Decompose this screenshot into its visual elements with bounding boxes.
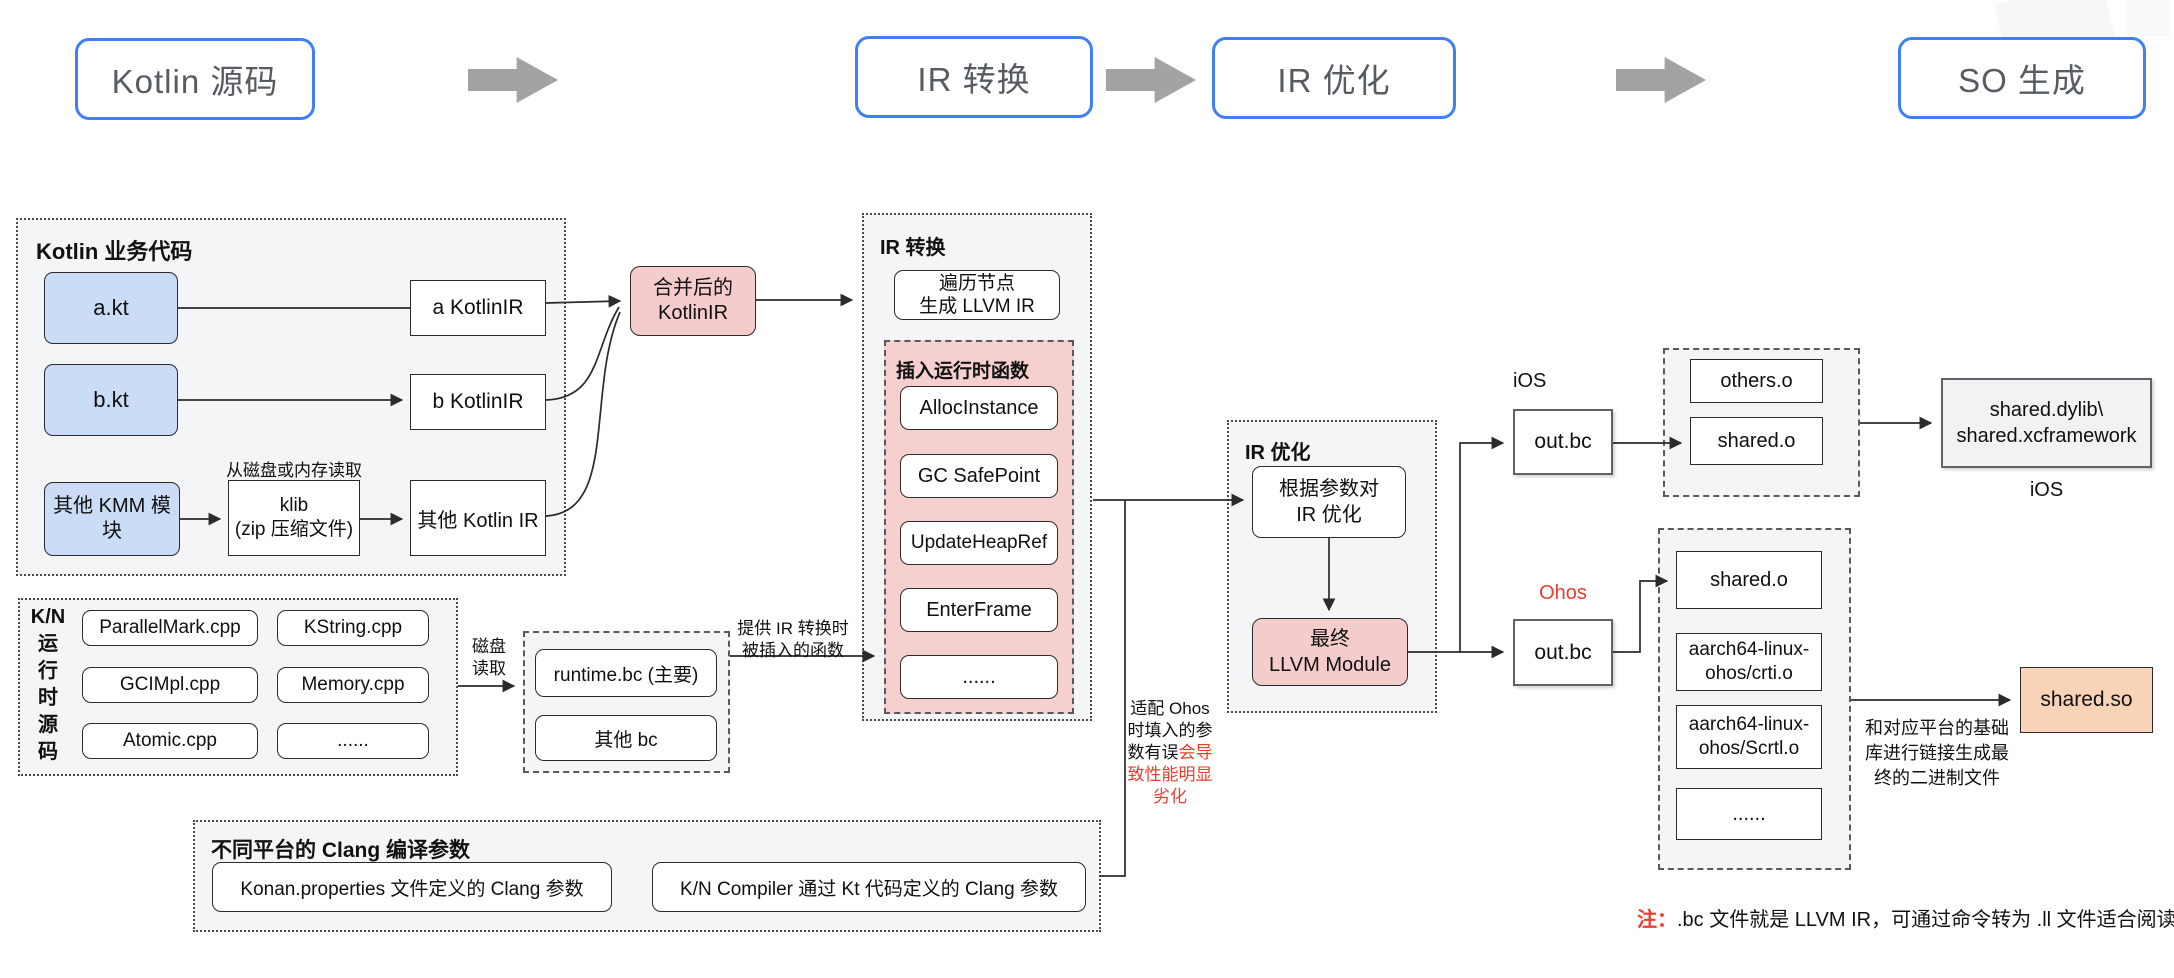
connector-otherir-to-merged	[545, 311, 621, 517]
provide-funcs-label: 提供 IR 转换时 被插入的函数	[737, 619, 849, 660]
gc-safepoint-box: GC SafePoint	[900, 454, 1058, 498]
ohos-shared-so-box: shared.so	[2020, 667, 2153, 733]
kstring-cpp-box: KString.cpp	[277, 610, 429, 646]
final-llvm-module-box: 最终 LLVM Module	[1252, 618, 1408, 686]
connector-final-to-ios-outbc	[1408, 436, 1505, 653]
ir-opt-title: IR 优化	[1245, 442, 1311, 464]
merged-kotlinir-box: 合并后的 KotlinIR	[630, 266, 756, 336]
kn-compiler-kt-box: K/N Compiler 通过 Kt 代码定义的 Clang 参数	[652, 862, 1086, 912]
ios-result-platform-label: iOS	[2029, 479, 2064, 501]
ohos-crti-o-box: aarch64-linux- ohos/crti.o	[1676, 633, 1822, 691]
traverse-nodes-box: 遍历节点 生成 LLVM IR	[894, 270, 1060, 320]
ohos-shared-o-box: shared.o	[1676, 551, 1822, 609]
a-kotlinir-box: a KotlinIR	[410, 280, 546, 336]
stage-ir-optimize: IR 优化	[1212, 37, 1456, 119]
ios-shared-o-box: shared.o	[1690, 417, 1823, 465]
stage-ir-convert: IR 转换	[855, 36, 1093, 118]
connector-bkotlinir-to-merged	[545, 306, 620, 401]
ohos-link-label: 和对应平台的基础 库进行链接生成最 终的二进制文件	[1865, 718, 2009, 788]
ohos-out-bc-box: out.bc	[1513, 619, 1613, 686]
note-prefix: 注：	[1637, 909, 1677, 931]
kn-runtime-label: K/N 运 行 时 源 码	[30, 606, 66, 763]
runtime-bc-main-box: runtime.bc (主要)	[535, 649, 717, 697]
warning-black-text: 适配 Ohos 时填入的参数有误	[1127, 699, 1213, 762]
clang-params-title: 不同平台的 Clang 编译参数	[211, 839, 471, 862]
stage-so-generate: SO 生成	[1898, 37, 2146, 119]
update-heapref-box: UpdateHeapRef	[900, 521, 1058, 565]
parallelmark-cpp-box: ParallelMark.cpp	[82, 610, 258, 646]
file-a-kt: a.kt	[44, 272, 178, 344]
stage-kotlin-source: Kotlin 源码	[75, 38, 315, 120]
gcimpl-cpp-box: GCIMpl.cpp	[82, 667, 258, 703]
connector-clangparams-to-iropt	[1100, 500, 1126, 877]
bc-file-note: 注：.bc 文件就是 LLVM IR，可通过命令转为 .ll 文件适合阅读	[1637, 903, 2174, 932]
disk-or-memory-read-label: 从磁盘或内存读取	[226, 461, 362, 480]
ohos-scrtl-o-box: aarch64-linux- ohos/Scrtl.o	[1676, 705, 1822, 769]
klib-box: klib (zip 压缩文件)	[228, 480, 360, 556]
alloc-instance-box: AllocInstance	[900, 386, 1058, 430]
ir-convert-title: IR 转换	[880, 237, 946, 259]
connector-akotlinir-to-merged	[545, 294, 622, 308]
kotlin-biz-title: Kotlin 业务代码	[36, 239, 193, 264]
kmm-module-box: 其他 KMM 模 块	[44, 482, 180, 556]
ios-dylib-xcframework-box: shared.dylib\ shared.xcframework	[1941, 378, 2152, 468]
optimize-by-params-box: 根据参数对 IR 优化	[1252, 466, 1406, 538]
ios-platform-label: iOS	[1513, 370, 1547, 392]
ohos-platform-label: Ohos	[1539, 582, 1587, 604]
more-funcs-box: ......	[900, 655, 1058, 699]
file-b-kt: b.kt	[44, 364, 178, 436]
atomic-cpp-box: Atomic.cpp	[82, 723, 258, 759]
warning-red-text: 会导致性能明显劣化	[1127, 743, 1213, 806]
konan-properties-box: Konan.properties 文件定义的 Clang 参数	[212, 862, 612, 912]
enter-frame-box: EnterFrame	[900, 588, 1058, 632]
note-text: .bc 文件就是 LLVM IR，可通过命令转为 .ll 文件适合阅读	[1677, 909, 2174, 931]
memory-cpp-box: Memory.cpp	[277, 667, 429, 703]
insert-runtime-funcs-title: 插入运行时函数	[896, 361, 1030, 382]
b-kotlinir-box: b KotlinIR	[410, 374, 546, 430]
ios-out-bc-box: out.bc	[1513, 409, 1613, 475]
ohos-params-warning-note: 适配 Ohos 时填入的参数有误会导致性能明显劣化	[1120, 698, 1220, 808]
connector-ohosoutbc-to-sharedo	[1613, 574, 1669, 653]
more-cpp-box: ......	[277, 723, 429, 759]
other-kotlinir-box: 其他 Kotlin IR	[410, 480, 546, 556]
disk-read-label: 磁盘 读取	[472, 637, 506, 678]
runtime-bc-other-box: 其他 bc	[535, 715, 717, 761]
ios-others-o-box: others.o	[1690, 359, 1823, 403]
ohos-more-o-box: ......	[1676, 788, 1822, 840]
